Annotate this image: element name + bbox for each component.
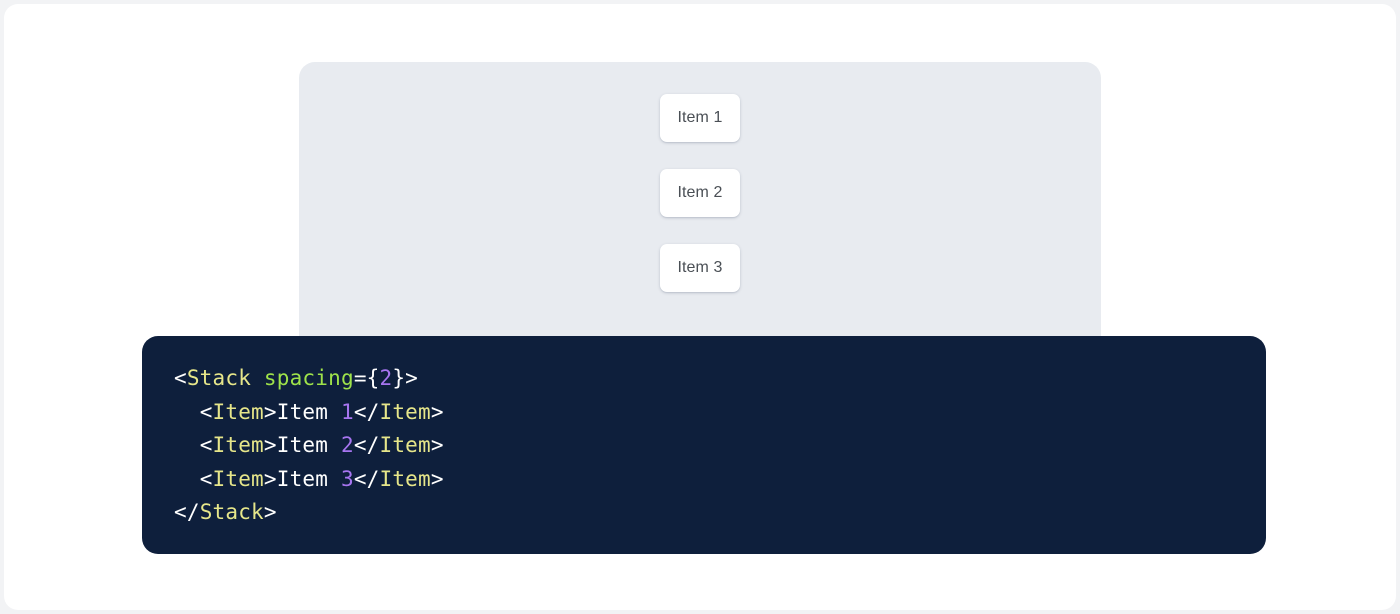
code-line: <Item>Item 3</Item> (174, 463, 1266, 497)
code-token-tag: Item (212, 399, 264, 424)
item-label: Item 3 (677, 259, 723, 276)
code-token-punct: > (430, 466, 444, 491)
code-token-num: 2 (340, 433, 354, 458)
code-content: <Stack spacing={2}> <Item>Item 1</Item> … (174, 362, 1266, 530)
item-label: Item 1 (677, 109, 723, 126)
code-token-punct: }> (392, 366, 419, 390)
code-token-punct: </ (353, 399, 380, 424)
list-item[interactable]: Item 1 (660, 94, 740, 142)
code-line: <Item>Item 2</Item> (174, 429, 1266, 463)
code-token-text (251, 366, 264, 390)
code-token-tag: Item (379, 399, 431, 424)
code-token-num: 2 (379, 366, 393, 390)
code-line: <Item>Item 1</Item> (174, 396, 1266, 430)
code-token-tag: Item (212, 433, 264, 458)
code-snippet-block[interactable]: <Stack spacing={2}> <Item>Item 1</Item> … (142, 336, 1266, 554)
component-preview-panel: Item 1 Item 2 Item 3 (299, 62, 1101, 352)
list-item[interactable]: Item 2 (660, 169, 740, 217)
code-token-text: Item (276, 433, 341, 458)
item-label: Item 2 (677, 184, 723, 201)
code-token-punct: </ (174, 500, 200, 525)
code-token-punct: > (430, 399, 444, 424)
code-token-punct: < (199, 433, 213, 458)
code-token-num: 3 (340, 466, 354, 491)
code-line: </Stack> (174, 496, 1266, 530)
code-token-tag: Item (212, 466, 264, 491)
code-token-punct: </ (353, 433, 380, 458)
code-line: <Stack spacing={2}> (174, 362, 1266, 396)
code-token-punct: < (174, 366, 187, 390)
code-token-punct: > (263, 433, 277, 458)
code-token-tag: Item (379, 433, 431, 458)
code-token-tag: Stack (186, 366, 252, 390)
code-token-attr: spacing (263, 366, 354, 390)
code-token-punct: < (199, 399, 213, 424)
code-token-punct: > (263, 466, 277, 491)
code-token-text: Item (276, 466, 341, 491)
code-token-num: 1 (340, 399, 354, 424)
code-token-punct: > (263, 399, 277, 424)
code-token-punct: </ (353, 466, 380, 491)
list-item[interactable]: Item 3 (660, 244, 740, 292)
code-token-tag: Item (379, 466, 431, 491)
code-token-punct: > (430, 433, 444, 458)
page-frame: Item 1 Item 2 Item 3 <Stack spacing={2}>… (4, 4, 1396, 610)
code-token-tag: Stack (199, 500, 264, 525)
stack-container: Item 1 Item 2 Item 3 (299, 94, 1101, 292)
code-token-text: Item (276, 399, 341, 424)
code-token-punct: < (199, 466, 213, 491)
code-token-punct: ={ (353, 366, 380, 390)
code-token-punct: > (263, 500, 277, 525)
